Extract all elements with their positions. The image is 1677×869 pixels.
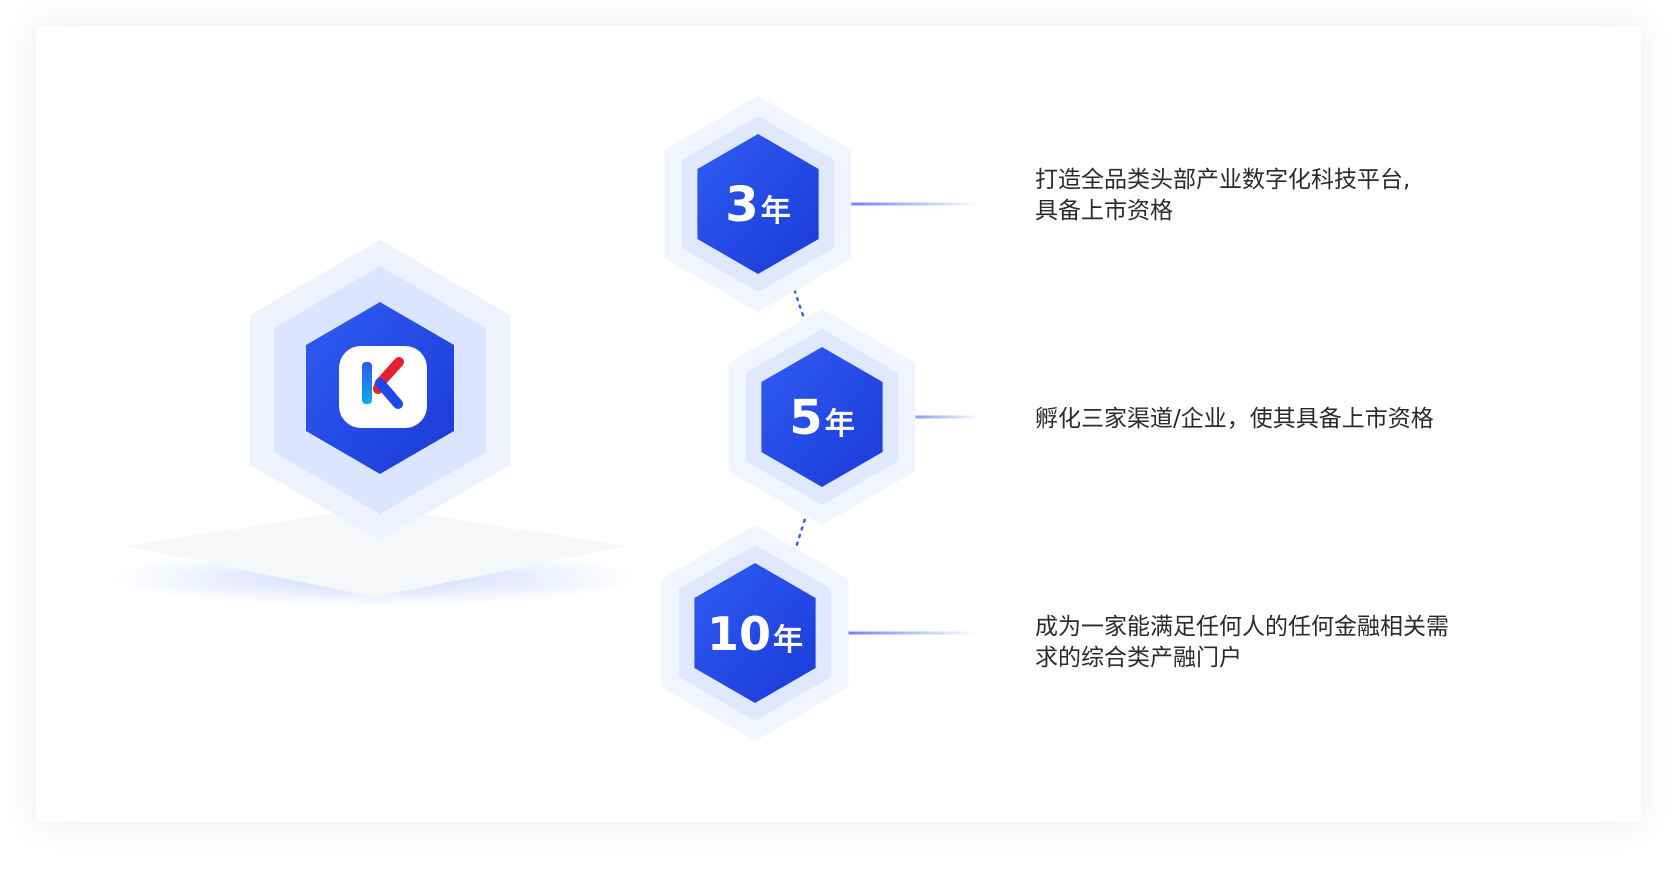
milestone-goal-line: 具备上市资格 [1035, 198, 1173, 224]
milestone-goal-line: 求的综合类产融门户 [1035, 645, 1242, 671]
milestone-goal-text: 成为一家能满足任何人的任何金融相关需求的综合类产融门户 [1035, 612, 1449, 674]
milestone-hex-core [694, 563, 816, 703]
platform-plate [125, 507, 628, 597]
milestone-goal-line: 成为一家能满足任何人的任何金融相关需 [1035, 614, 1449, 640]
milestone-unit: 年 [761, 194, 791, 229]
dotted-connector-1 [790, 281, 814, 344]
milestone-connector-line [807, 631, 976, 635]
milestone-hex-core [697, 134, 819, 274]
k-logo-icon [362, 357, 404, 409]
milestone-number: 5 [789, 390, 822, 446]
milestone-unit: 年 [773, 623, 803, 658]
milestone-3: 10年 [661, 525, 976, 741]
milestone-year-label: 10年 [707, 607, 803, 661]
milestone-year-label: 3年 [725, 177, 790, 233]
milestone-goal-line: 打造全品类头部产业数字化科技平台, [1035, 167, 1411, 193]
milestone-connector-line [874, 415, 980, 419]
milestone-unit: 年 [825, 407, 855, 442]
milestone-hex-core [761, 347, 883, 487]
milestone-year-label: 5年 [789, 390, 854, 446]
milestone-number: 10 [707, 607, 771, 661]
milestone-1: 3年 [664, 96, 980, 312]
platform-base [110, 507, 640, 606]
milestone-number: 3 [725, 177, 758, 233]
milestone-goal-text: 打造全品类头部产业数字化科技平台, 具备上市资格 [1035, 165, 1410, 227]
milestone-goal-line: 孵化三家渠道/企业，使其具备上市资格 [1035, 406, 1434, 432]
logo-hexagon [250, 240, 510, 540]
milestone-connector-line [810, 202, 980, 206]
milestone-goal-text: 孵化三家渠道/企业，使其具备上市资格 [1035, 404, 1434, 435]
milestone-2: 5年 [728, 309, 980, 525]
